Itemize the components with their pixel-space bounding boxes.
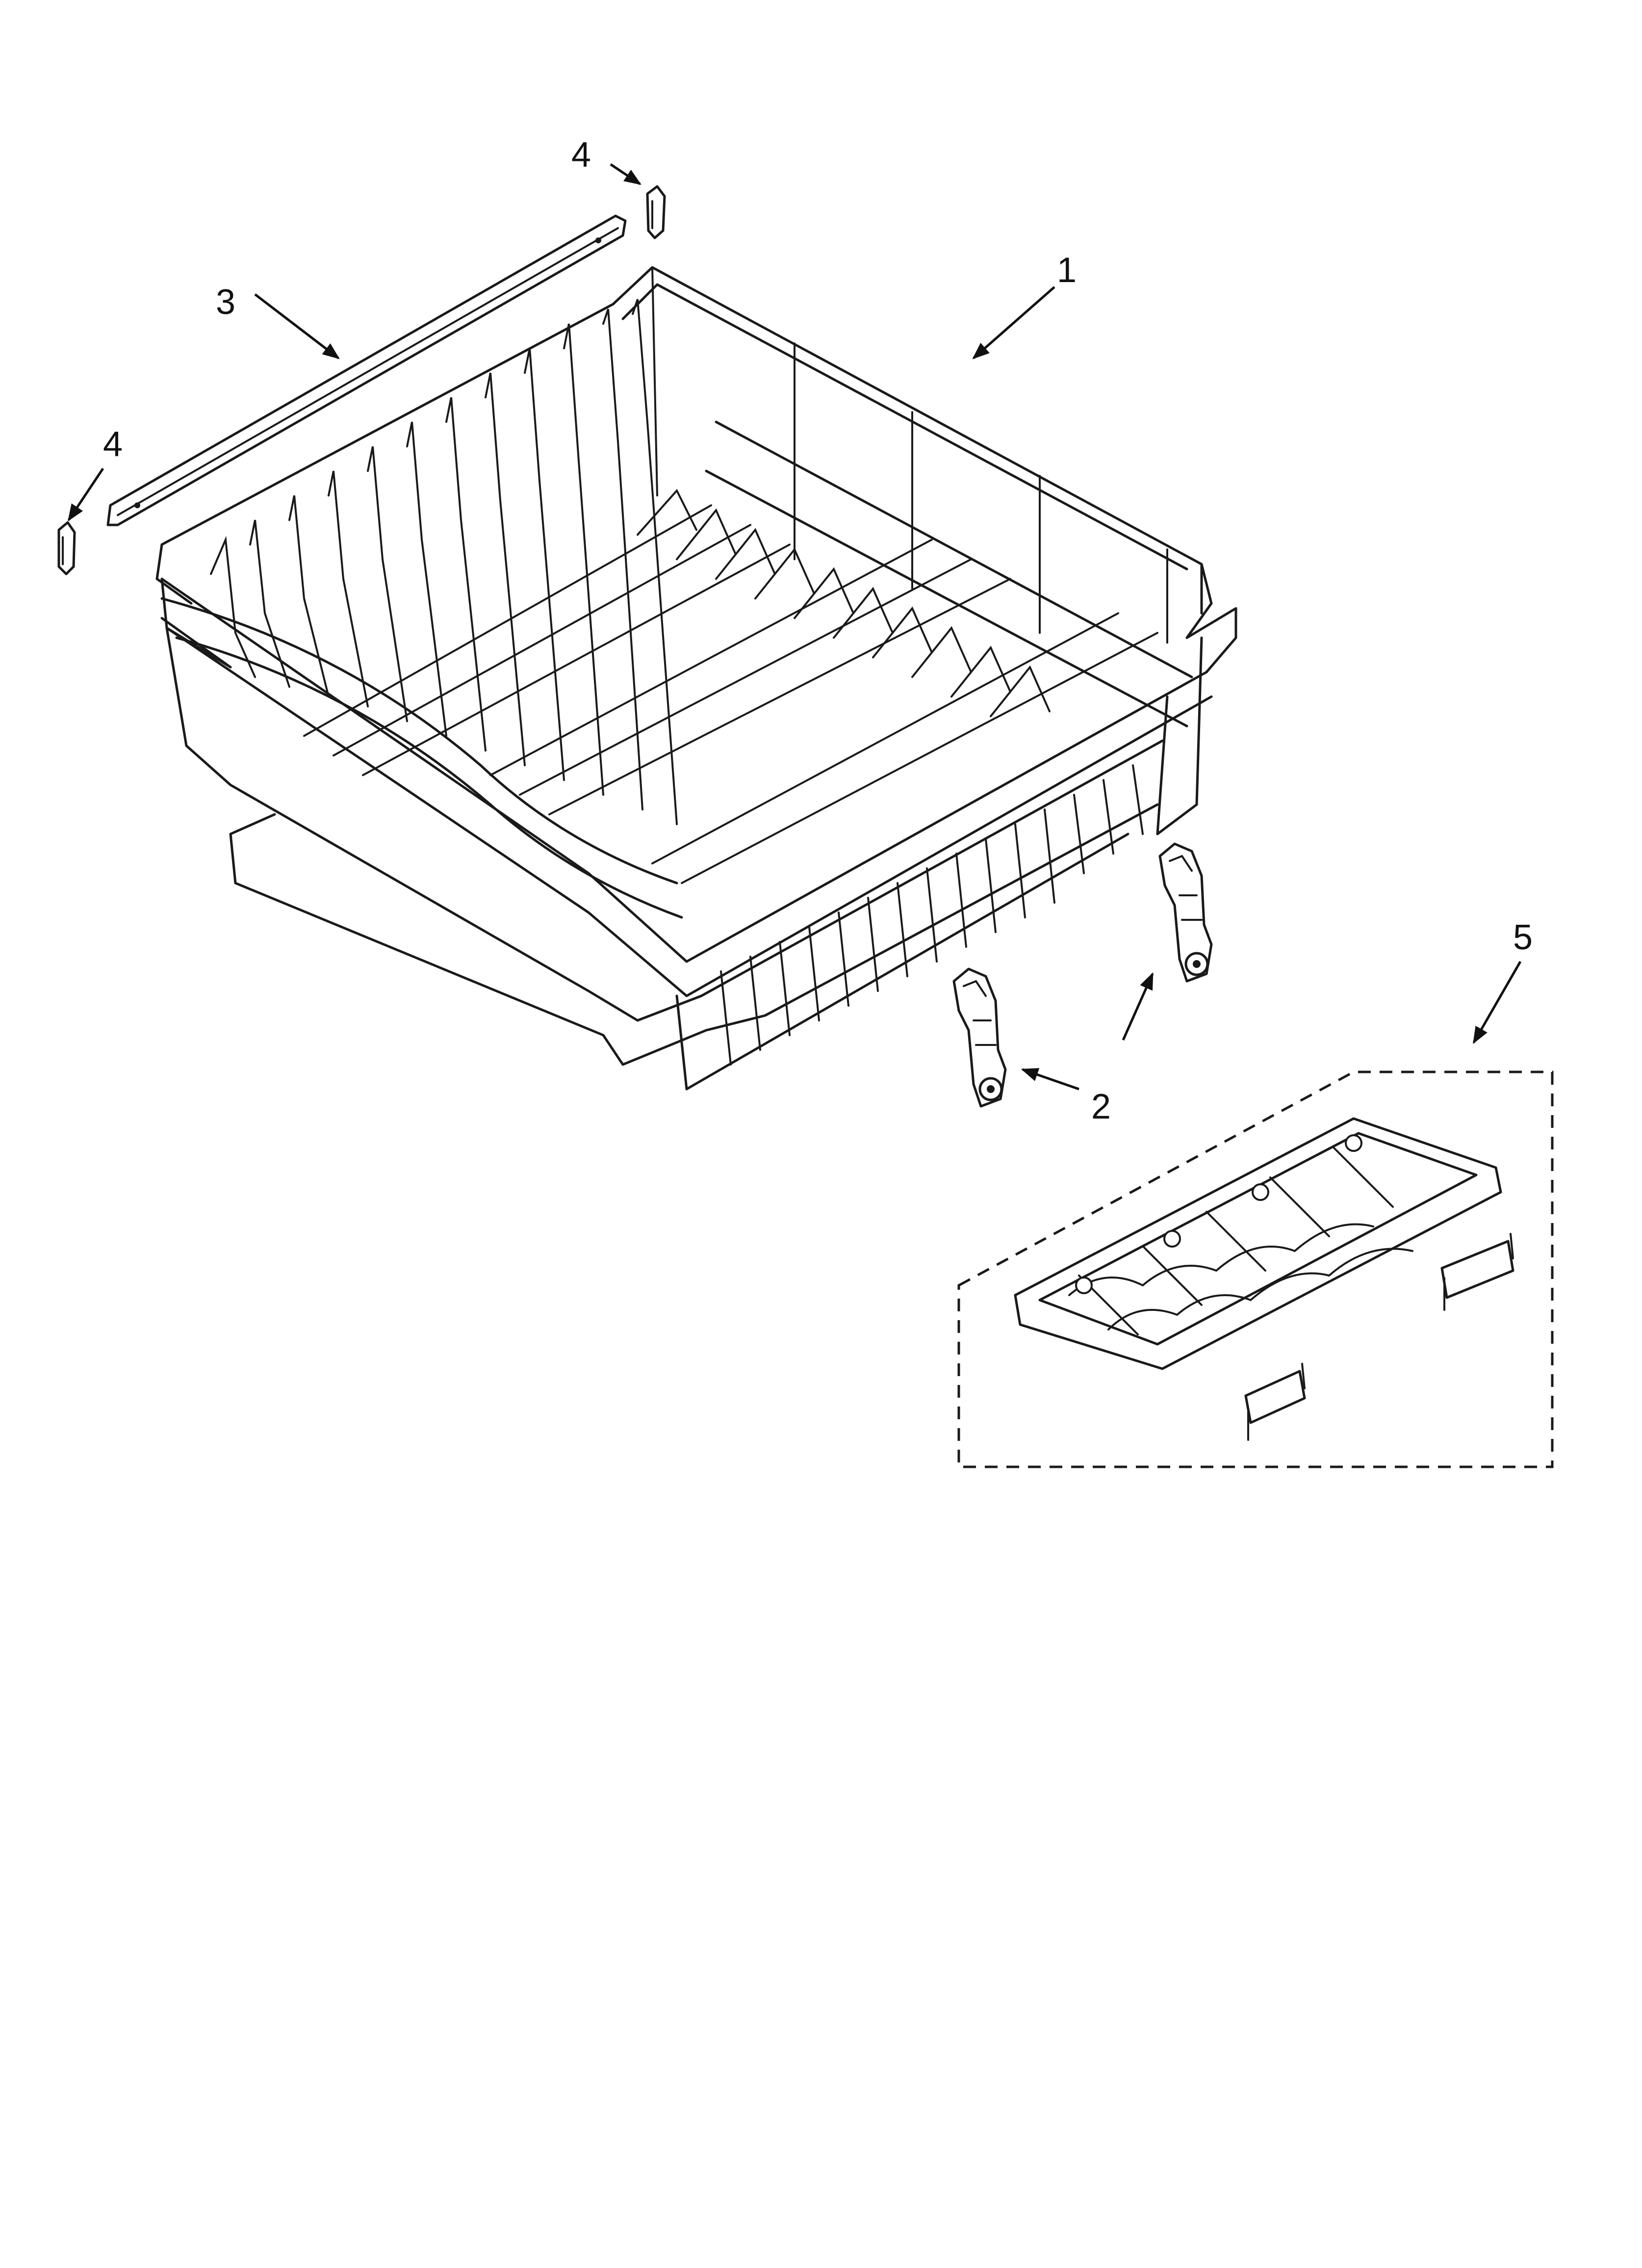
kit-boundary (957, 1070, 1554, 1468)
leader-2-right (1122, 972, 1154, 1041)
rack-rail (106, 214, 627, 526)
clip-left (57, 521, 76, 575)
wheel-carrier-left (952, 967, 1007, 1108)
wheel-carrier-right (1158, 842, 1213, 983)
leader-2-left (1021, 1068, 1079, 1091)
leader-4-left (67, 468, 104, 521)
callout-4-left: 4 (103, 425, 123, 464)
callout-3: 3 (216, 283, 235, 322)
clip-top (646, 185, 666, 239)
shelf-kit (957, 1070, 1554, 1468)
leader-lines (67, 163, 1522, 1091)
leader-5 (1472, 961, 1522, 1044)
callout-5: 5 (1513, 918, 1533, 957)
leader-4-top (610, 163, 641, 185)
dish-rack (155, 266, 1237, 1091)
callout-4-top: 4 (571, 135, 591, 175)
callout-1: 1 (1057, 251, 1077, 290)
callout-2: 2 (1091, 1087, 1111, 1126)
leader-1 (972, 286, 1055, 360)
leader-3 (254, 293, 340, 360)
